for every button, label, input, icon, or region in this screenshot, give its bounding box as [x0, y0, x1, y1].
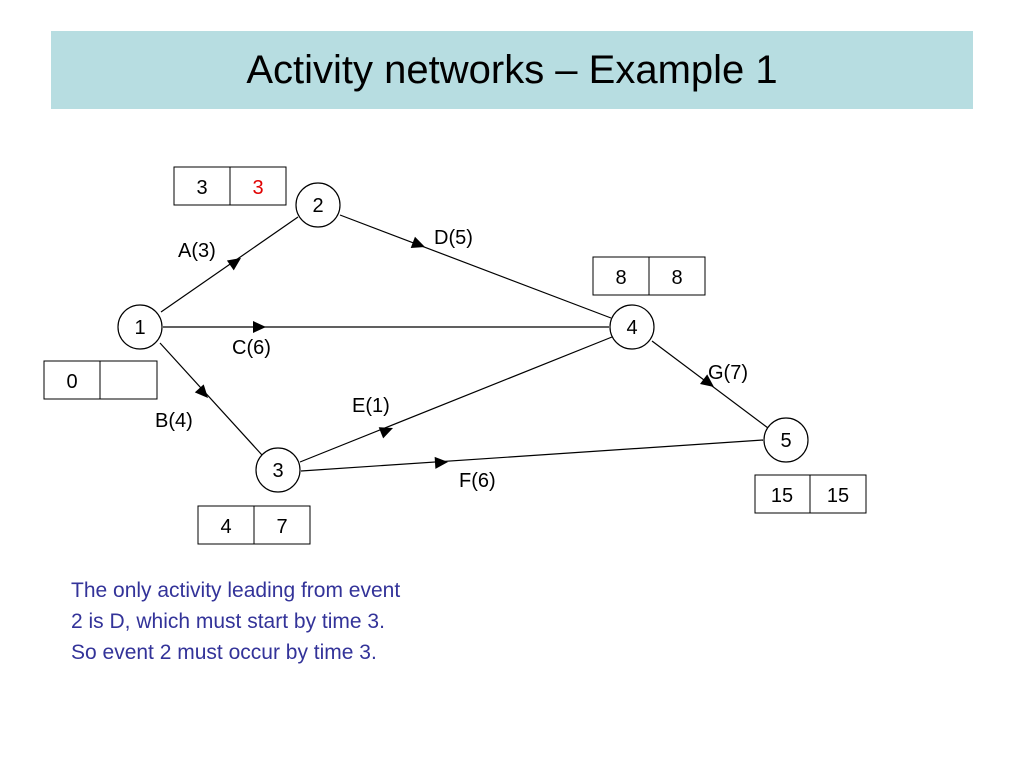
time-box-5-earliest: 15 — [771, 485, 793, 507]
node-5-label: 5 — [780, 430, 791, 452]
time-box-1-earliest: 0 — [66, 371, 77, 393]
arrowhead-F — [434, 456, 448, 469]
activity-label-E: E(1) — [352, 395, 390, 417]
time-box-node-4: 8 8 — [592, 256, 706, 296]
note-line: 2 is D, which must start by time 3. — [71, 610, 385, 633]
time-box-3-earliest: 4 — [220, 516, 231, 538]
time-box-4-latest: 8 — [671, 267, 682, 289]
node-4: 4 — [609, 304, 655, 350]
activity-label-D: D(5) — [434, 227, 473, 249]
time-box-node-1: 0 — [43, 360, 158, 400]
note-line: So event 2 must occur by time 3. — [71, 641, 377, 664]
time-box-2-earliest: 3 — [196, 177, 207, 199]
activity-labels: A(3) B(4) C(6) D(5) E(1) F(6) G(7) — [155, 227, 748, 492]
time-box-4-earliest: 8 — [615, 267, 626, 289]
arrowhead-E — [378, 427, 393, 439]
note-line: The only activity leading from event — [71, 579, 401, 602]
node-1: 1 — [117, 304, 163, 350]
explanation-note: The only activity leading from event 2 i… — [71, 575, 591, 668]
activity-label-G: G(7) — [708, 362, 748, 384]
arrowhead-D — [410, 236, 425, 248]
time-box-5-latest: 15 — [827, 485, 849, 507]
node-4-label: 4 — [626, 317, 637, 339]
node-3: 3 — [255, 447, 301, 493]
edge-A — [160, 216, 299, 313]
title-bar: Activity networks – Example 1 — [51, 31, 973, 109]
edge-E — [299, 336, 613, 463]
arrowhead-A — [226, 258, 241, 271]
arrowhead-C — [253, 321, 266, 333]
activity-label-B: B(4) — [155, 410, 193, 432]
activity-label-F: F(6) — [459, 470, 496, 492]
edge-B — [159, 342, 263, 456]
edge-D — [339, 214, 612, 319]
time-box-2-latest: 3 — [252, 177, 263, 199]
arrowhead-B — [194, 384, 208, 398]
node-5: 5 — [763, 417, 809, 463]
node-3-label: 3 — [272, 460, 283, 482]
node-2-label: 2 — [312, 195, 323, 217]
activity-label-A: A(3) — [178, 240, 216, 262]
time-box-node-3: 4 7 — [197, 505, 311, 545]
time-box-3-latest: 7 — [276, 516, 287, 538]
time-box-node-2: 3 3 — [173, 166, 287, 206]
arrowhead-G — [700, 374, 714, 387]
activity-label-C: C(6) — [232, 337, 271, 359]
time-box-node-5: 15 15 — [754, 474, 867, 514]
node-1-label: 1 — [134, 317, 145, 339]
node-2: 2 — [295, 182, 341, 228]
slide-title: Activity networks – Example 1 — [246, 47, 778, 92]
edge-F — [300, 439, 764, 472]
arrowheads — [194, 236, 714, 469]
